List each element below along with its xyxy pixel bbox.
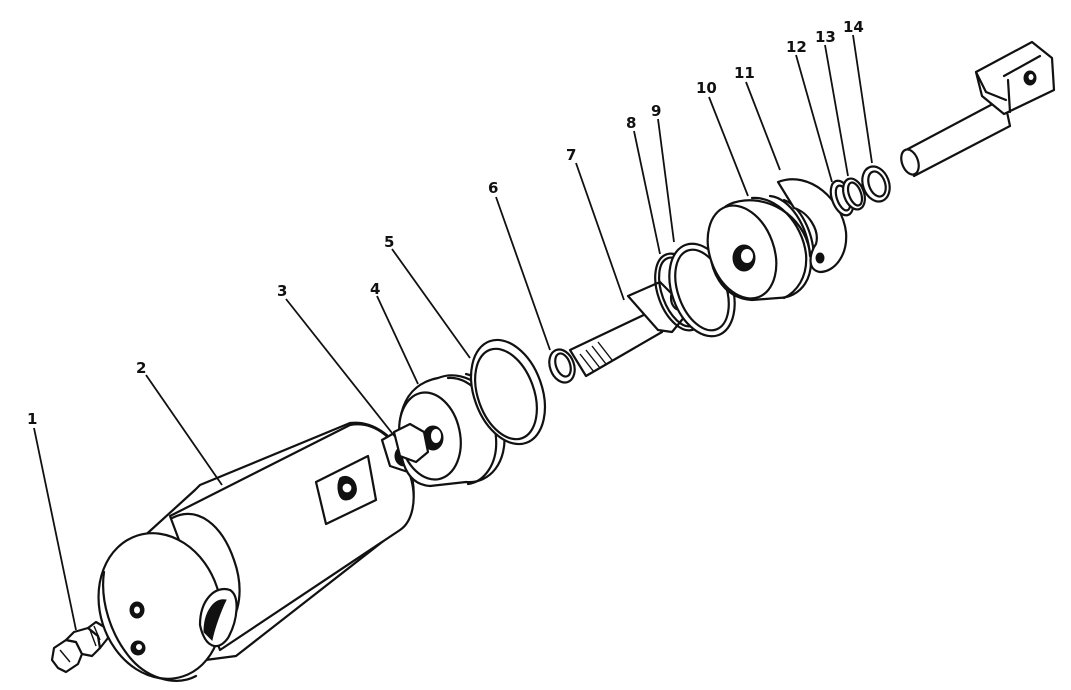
callout-13: 13 bbox=[815, 28, 836, 46]
leader-4 bbox=[376, 295, 419, 385]
callout-4: 4 bbox=[370, 280, 380, 298]
callout-labels: 1 2 3 4 5 6 7 8 9 10 11 12 13 14 bbox=[27, 18, 864, 428]
callout-7: 7 bbox=[566, 146, 576, 164]
part-3-nut bbox=[392, 422, 430, 464]
callout-10: 10 bbox=[696, 79, 717, 97]
part-2-cylinder-body bbox=[97, 421, 424, 682]
part-11-retaining-plate bbox=[776, 178, 848, 274]
leader-7 bbox=[575, 162, 625, 301]
leader-2 bbox=[145, 374, 223, 486]
part-13-ring bbox=[842, 177, 866, 211]
leader-lines bbox=[33, 34, 873, 631]
part-1-grease-fitting bbox=[50, 620, 110, 674]
leader-5 bbox=[391, 248, 471, 359]
callout-2: 2 bbox=[136, 359, 146, 377]
callout-1: 1 bbox=[27, 410, 37, 428]
part-5-piston-ring bbox=[469, 338, 547, 446]
callout-11: 11 bbox=[734, 64, 755, 82]
callout-9: 9 bbox=[651, 102, 661, 120]
leader-1 bbox=[33, 427, 77, 631]
callout-14: 14 bbox=[843, 18, 864, 36]
callout-3: 3 bbox=[277, 282, 287, 300]
leader-12 bbox=[795, 54, 833, 183]
part-14-wiper bbox=[861, 165, 891, 203]
leader-9 bbox=[657, 118, 675, 243]
leader-8 bbox=[633, 130, 661, 255]
piston-rod-clevis bbox=[900, 40, 1056, 178]
leader-3 bbox=[285, 298, 397, 439]
leader-6 bbox=[495, 196, 551, 351]
leader-11 bbox=[745, 81, 781, 171]
callout-6: 6 bbox=[488, 179, 498, 197]
part-6-o-ring bbox=[548, 348, 576, 384]
leader-13 bbox=[824, 44, 849, 177]
callout-8: 8 bbox=[626, 114, 636, 132]
part-10-gland bbox=[706, 194, 816, 302]
leader-14 bbox=[852, 34, 873, 164]
callout-12: 12 bbox=[786, 38, 807, 56]
leader-10 bbox=[708, 96, 749, 197]
callout-5: 5 bbox=[384, 233, 394, 251]
